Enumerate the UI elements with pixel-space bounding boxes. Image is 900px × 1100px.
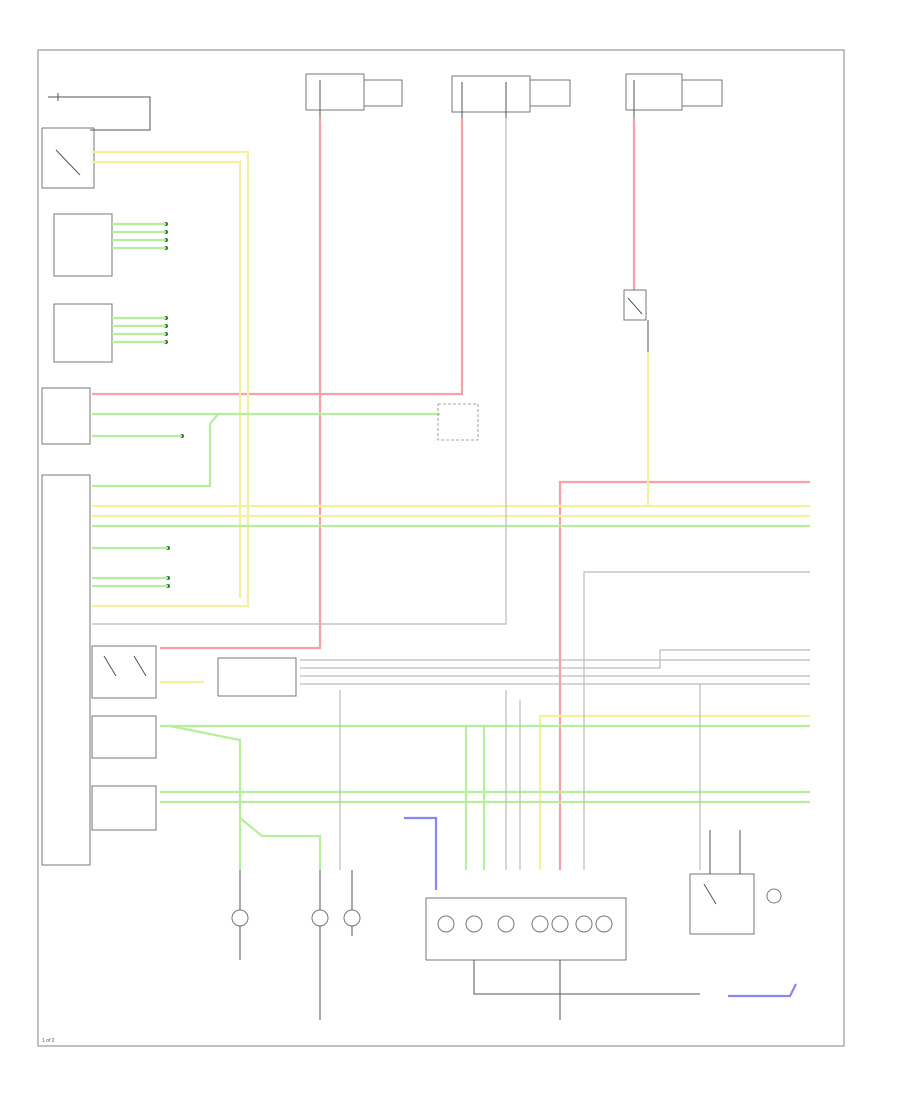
- page-id-label: 1 of 2: [42, 1038, 55, 1044]
- brake-switch: [623, 289, 649, 352]
- lamp-left-3: [343, 870, 361, 936]
- lamp-left-1: [231, 870, 249, 960]
- relay-module: [217, 657, 297, 697]
- green-wires: [92, 412, 810, 870]
- red-wires: [92, 118, 810, 870]
- gray-wires: [92, 118, 810, 870]
- diagram-frame: [37, 49, 845, 1047]
- door-lock-switch-a: [91, 715, 157, 759]
- sensor-box: [437, 403, 479, 441]
- fuse-box-center: [451, 75, 571, 118]
- module-upper-left-b: [53, 303, 113, 363]
- fuse-box-right: [625, 73, 723, 118]
- door-switch-block: [91, 645, 157, 699]
- blue-wires: [404, 816, 797, 998]
- door-lock-switch-b: [91, 785, 157, 831]
- top-left-switch: [41, 93, 151, 189]
- door-switch-contacts: [103, 655, 147, 677]
- rear-lamp-cluster: [425, 897, 627, 961]
- short-green-leads: [92, 222, 182, 588]
- yellow-wires: [92, 150, 810, 870]
- connector-pins-upper: [164, 222, 184, 588]
- lamp-left-2: [311, 870, 329, 1020]
- fuse-box-left: [305, 73, 403, 118]
- bottom-right-lamp: [689, 830, 782, 935]
- rear-lamp-bulbs: [437, 915, 613, 933]
- control-module: [41, 474, 91, 866]
- instrument-cluster: [41, 387, 91, 445]
- rear-lamp-ground: [473, 960, 700, 1020]
- module-upper-left-a: [53, 213, 113, 277]
